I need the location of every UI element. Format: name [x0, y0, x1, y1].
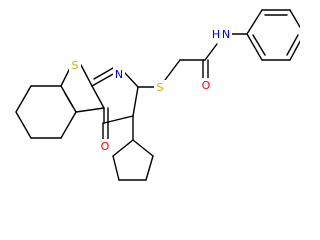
bond: [246, 9, 263, 35]
bond: [103, 115, 134, 124]
atom-n-amide: N: [222, 28, 230, 41]
bond: [60, 111, 77, 139]
bond: [91, 72, 116, 87]
atom-s-thioether: S: [157, 81, 164, 94]
bond: [112, 139, 134, 157]
bond: [63, 91, 74, 108]
bond: [124, 72, 139, 88]
bond: [112, 155, 120, 181]
molecule-diagram: S N S O H N O: [15, 9, 300, 181]
atom-n-pyrimidine: N: [115, 68, 123, 81]
structure-svg: S N S O H N O: [15, 9, 300, 181]
atom-o-keto: O: [101, 140, 110, 153]
atom-s-thiophene: S: [72, 59, 79, 72]
atom-h-amide: H: [212, 28, 220, 41]
bond-layer: [15, 9, 300, 181]
atom-labels: S N S O H N O: [69, 27, 232, 153]
bond: [75, 107, 105, 113]
bond: [289, 9, 300, 29]
bond: [145, 155, 154, 181]
bond: [289, 39, 300, 61]
bond: [93, 67, 114, 80]
bond: [204, 43, 218, 61]
bond: [246, 33, 263, 61]
bond: [91, 85, 105, 109]
bond: [252, 34, 266, 56]
bond: [80, 64, 93, 87]
bond: [15, 85, 32, 113]
bond: [286, 34, 299, 56]
bond: [132, 139, 154, 157]
bond: [60, 67, 71, 87]
bond: [132, 86, 139, 117]
atom-o-amide: O: [202, 79, 211, 92]
bond: [164, 59, 181, 81]
bond: [15, 111, 32, 139]
